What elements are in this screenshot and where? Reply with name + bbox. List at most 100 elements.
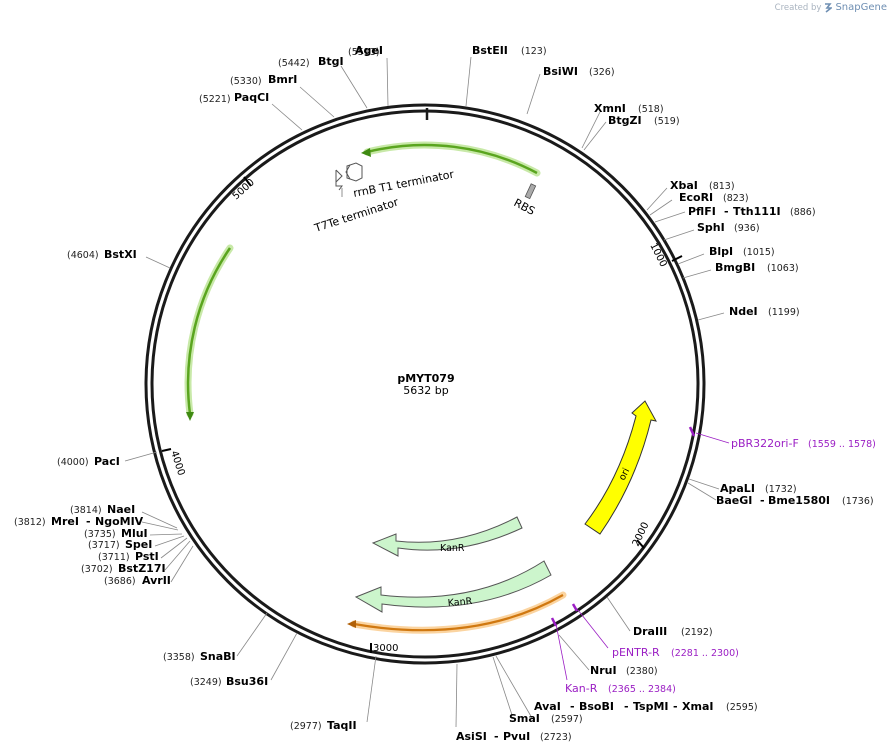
rbs-feature[interactable] <box>524 183 537 200</box>
backbone-outer <box>144 103 706 665</box>
site-btgi-pos: (5442) <box>278 58 310 69</box>
site-pflfi-pos: (886) <box>790 207 816 218</box>
site-paqci[interactable]: PaqCI <box>234 91 269 104</box>
site-bsu36i[interactable]: Bsu36I <box>226 675 268 688</box>
site-bme1580i[interactable]: Bme1580I <box>768 494 830 507</box>
site-xmai[interactable]: XmaI <box>682 700 713 713</box>
site-avai-sep3: - <box>673 700 678 713</box>
site-apali[interactable]: ApaLI <box>720 482 755 495</box>
kanr-upper-label: KanR <box>440 543 465 554</box>
site-taqii[interactable]: TaqII <box>327 719 357 732</box>
site-tspmi[interactable]: TspMI <box>633 700 669 713</box>
feature-orange-arrow[interactable] <box>347 591 567 634</box>
feature-left-green-arrow[interactable] <box>184 244 234 421</box>
site-sphi-pos: (936) <box>734 223 760 234</box>
site-bstz17i[interactable]: BstZ17I <box>118 562 166 575</box>
t7te-terminator-label: T7Te terminator <box>312 195 400 235</box>
site-bmri[interactable]: BmrI <box>268 73 297 86</box>
site-ecori-pos: (823) <box>723 193 749 204</box>
site-agei[interactable]: AgeI <box>355 44 383 57</box>
site-bsteii-pos: (123) <box>521 46 547 57</box>
site-bmgbi-pos: (1063) <box>767 263 799 274</box>
site-psti-pos: (3711) <box>98 552 130 563</box>
kanr-lower-label: KanR <box>447 596 473 609</box>
site-draiii[interactable]: DraIII <box>633 625 667 638</box>
site-taqii-pos: (2977) <box>290 721 322 732</box>
snapgene-credit: Created by SnapGene <box>775 2 887 13</box>
plasmid-name: pMYT079 <box>397 372 454 385</box>
site-blpi[interactable]: BlpI <box>709 245 733 258</box>
site-ndei[interactable]: NdeI <box>729 305 758 318</box>
site-btgzi[interactable]: BtgZI <box>608 114 642 127</box>
site-avai-sep: - <box>570 700 575 713</box>
primer-kan-r[interactable]: Kan-R <box>565 682 598 695</box>
site-xmni[interactable]: XmnI <box>594 102 626 115</box>
tick-4000-mark <box>161 448 172 452</box>
tick-2000: 2000 <box>631 521 652 549</box>
site-xbai-pos: (813) <box>709 181 735 192</box>
site-spei[interactable]: SpeI <box>125 538 152 551</box>
site-snabi-pos: (3358) <box>163 652 195 663</box>
site-draiii-pos: (2192) <box>681 627 713 638</box>
site-asisi-pos: (2723) <box>540 732 572 743</box>
site-bsobi[interactable]: BsoBI <box>579 700 614 713</box>
site-xbai[interactable]: XbaI <box>670 179 698 192</box>
site-sphi[interactable]: SphI <box>697 221 725 234</box>
feature-ori[interactable]: ori <box>584 400 657 535</box>
primer-pentr-r-range: (2281 .. 2300) <box>671 648 739 659</box>
site-ndei-pos: (1199) <box>768 307 800 318</box>
site-bmri-pos: (5330) <box>230 76 262 87</box>
site-bstxi-pos: (4604) <box>67 250 99 261</box>
primer-pbr322ori-f-range: (1559 .. 1578) <box>808 439 876 450</box>
site-paci[interactable]: PacI <box>94 455 120 468</box>
site-nrui[interactable]: NruI <box>590 664 617 677</box>
primer-marks <box>550 426 696 627</box>
site-avrii-pos: (3686) <box>104 576 136 587</box>
site-bsiwi[interactable]: BsiWI <box>543 65 578 78</box>
site-ngomiv[interactable]: NgoMIV <box>95 515 144 528</box>
site-snabi[interactable]: SnaBI <box>200 650 236 663</box>
site-avai-pos: (2595) <box>726 702 758 713</box>
site-agei-pos: (5513) <box>348 47 380 58</box>
site-mrei[interactable]: MreI <box>51 515 79 528</box>
site-asisi[interactable]: AsiSI <box>456 730 487 743</box>
primer-leader-lines <box>555 432 730 681</box>
site-paqci-pos: (5221) <box>199 94 231 105</box>
site-bstz17i-pos: (3702) <box>81 564 113 575</box>
site-smai[interactable]: SmaI <box>509 712 540 725</box>
site-bmgbi[interactable]: BmgBI <box>715 261 755 274</box>
site-mlui[interactable]: MluI <box>121 527 148 540</box>
site-tth111i[interactable]: Tth111I <box>733 205 781 218</box>
site-baegi-pos: (1736) <box>842 496 874 507</box>
tick-3000: 3000 <box>373 643 398 654</box>
site-psti[interactable]: PstI <box>135 550 159 563</box>
rrnb-t1-terminator-label: rrnB T1 terminator <box>352 168 455 200</box>
tick-1000-mark <box>671 255 683 262</box>
site-avai[interactable]: AvaI <box>534 700 561 713</box>
site-pvui[interactable]: PvuI <box>503 730 530 743</box>
feature-top-green-arrow[interactable] <box>361 141 541 177</box>
site-spei-pos: (3717) <box>88 540 120 551</box>
plasmid-size: 5632 bp <box>403 384 448 397</box>
site-ecori[interactable]: EcoRI <box>679 191 713 204</box>
primer-pentr-r[interactable]: pENTR-R <box>612 646 660 659</box>
site-naei-pos: (3814) <box>70 505 102 516</box>
primer-kan-r-range: (2365 .. 2384) <box>608 684 676 695</box>
site-baegi[interactable]: BaeGI <box>716 494 752 507</box>
feature-kanr-lower[interactable]: KanR <box>354 560 552 613</box>
primer-pbr322ori-f[interactable]: pBR322ori-F <box>731 437 799 450</box>
site-bstxi[interactable]: BstXI <box>104 248 137 261</box>
site-bsteii[interactable]: BstEII <box>472 44 508 57</box>
backbone-inner <box>150 109 700 659</box>
site-pflfi-sep: - <box>724 205 729 218</box>
site-avrii[interactable]: AvrII <box>142 574 171 587</box>
tick-5000-mark <box>243 176 252 187</box>
site-asisi-sep: - <box>494 730 499 743</box>
site-btgzi-pos: (519) <box>654 116 680 127</box>
rbs-label: RBS <box>512 196 538 218</box>
site-naei[interactable]: NaeI <box>107 503 135 516</box>
site-pflfi[interactable]: PflFI <box>688 205 716 218</box>
site-btgi[interactable]: BtgI <box>318 55 344 68</box>
feature-kanr-upper[interactable]: KanR <box>371 516 523 557</box>
